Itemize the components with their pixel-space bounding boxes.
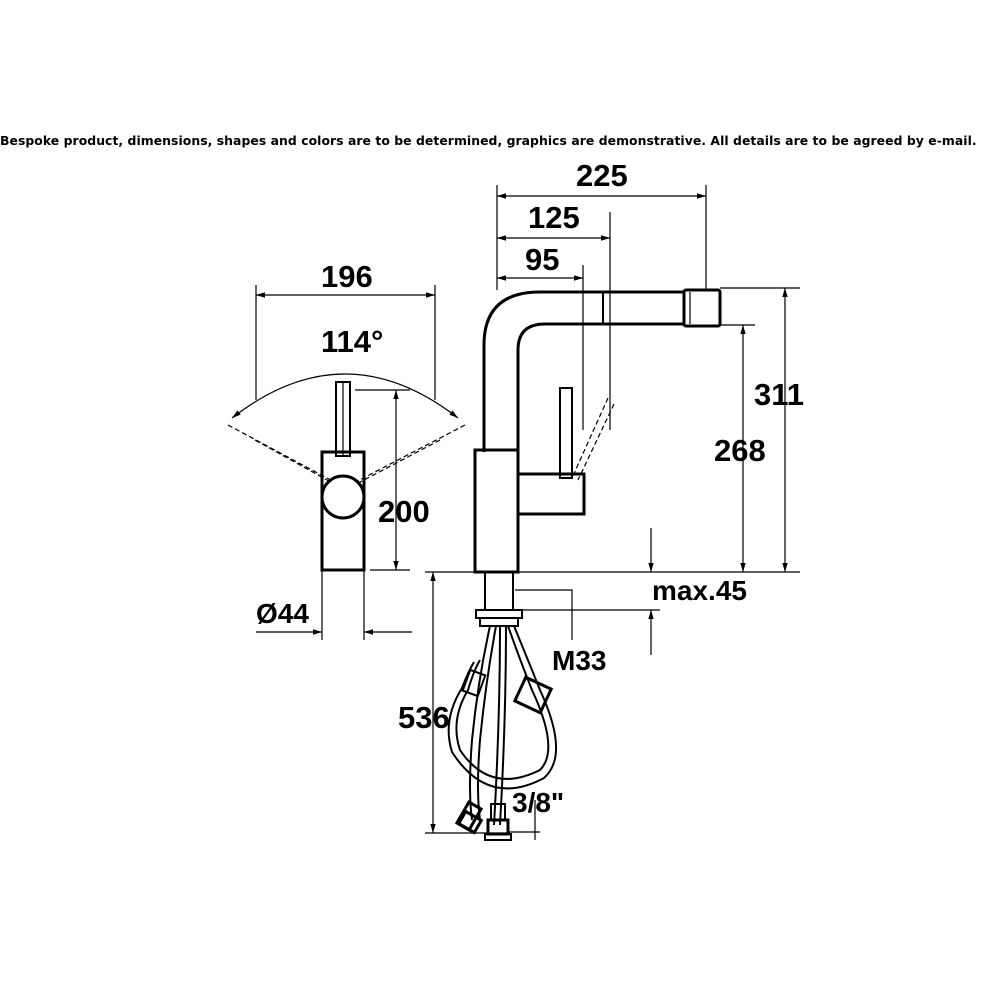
label-268: 268 [714,433,766,468]
label-3-8-inch: 3/8" [512,787,564,818]
threaded-shank [484,571,514,611]
disclaimer-text: Bespoke product, dimensions, shapes and … [0,133,977,148]
label-200: 200 [378,494,430,529]
label-196: 196 [321,259,373,294]
front-view [227,285,466,640]
front-body [320,450,366,572]
label-125: 125 [528,200,580,235]
label-95: 95 [525,242,559,277]
supply-hoses [447,625,558,841]
mounting-nut [475,609,523,619]
label-311: 311 [754,377,804,412]
side-view [425,185,800,841]
spray-head [682,288,722,328]
spout-inner [516,322,684,452]
spout-outer [482,290,684,452]
label-diameter-44: Ø44 [256,598,309,629]
label-max-45: max.45 [652,575,747,606]
label-m33: M33 [552,645,606,676]
handle-knob [320,474,366,520]
side-lever [559,387,573,479]
side-body [473,448,520,574]
label-114-degrees: 114° [321,324,383,359]
angle-arc-114 [231,373,459,419]
label-225: 225 [576,158,628,193]
side-handle-block [516,472,586,516]
label-536: 536 [398,700,450,735]
